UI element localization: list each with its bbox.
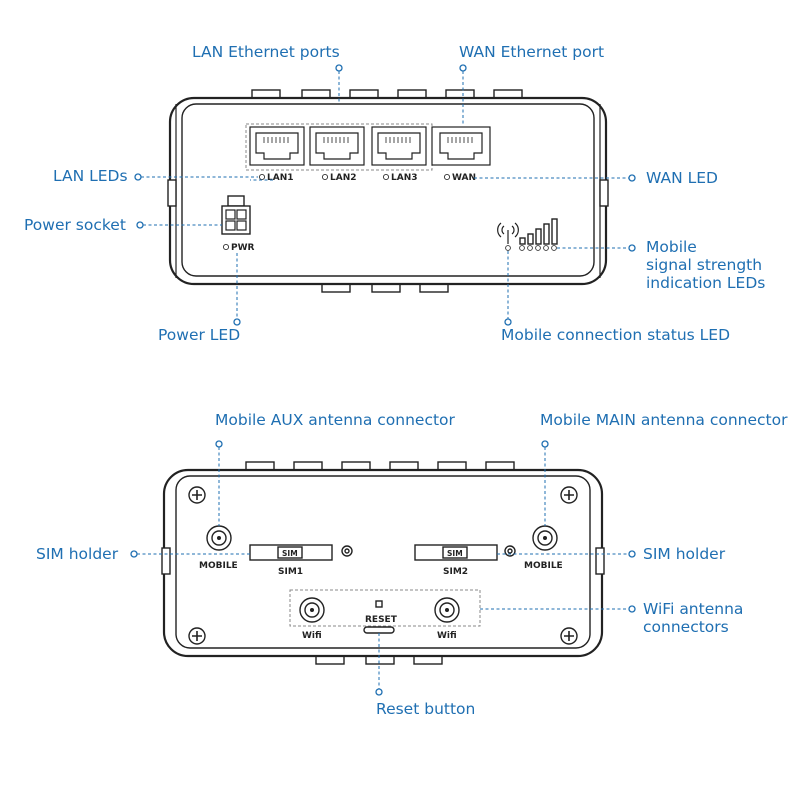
sim1-label: SIM1 [278, 567, 303, 577]
sim1-holder: SIM [249, 544, 333, 561]
wifi-left-label: Wifi [302, 631, 322, 641]
callout-sim-holder-left: SIM holder [36, 545, 119, 563]
callout-mobile-status-led: Mobile connection status LED [501, 326, 730, 344]
power-socket [221, 195, 251, 235]
signal-led-5 [551, 245, 557, 251]
pwr-label: PWR [231, 243, 255, 253]
callout-lan-ports: LAN Ethernet ports [192, 43, 340, 61]
mobile-right-label: MOBILE [524, 561, 563, 571]
front-panel-device: LAN1 LAN2 LAN3 WAN PWR [167, 89, 609, 293]
wan-led [443, 173, 451, 181]
callout-mobile-signal-3: indication LEDs [646, 274, 765, 292]
callout-mobile-signal-1: Mobile [646, 238, 697, 256]
front-callouts: LAN Ethernet ports WAN Ethernet port LAN… [24, 43, 765, 344]
screw-icon [560, 486, 578, 504]
callout-main-antenna: Mobile MAIN antenna connector [540, 411, 788, 429]
lan2-port [309, 126, 365, 166]
reset-button [363, 626, 395, 634]
callout-wan-led: WAN LED [646, 169, 718, 187]
lan3-port [371, 126, 427, 166]
sim2-led-icon [504, 545, 516, 557]
mobile-status-led [505, 245, 511, 251]
callout-wifi-1: WiFi antenna [643, 600, 743, 618]
lan2-label: LAN2 [330, 173, 357, 183]
mobile-left-label: MOBILE [199, 561, 238, 571]
callout-lan-leds: LAN LEDs [53, 167, 128, 185]
wifi-right-antenna-connector [434, 597, 460, 623]
signal-led-3 [535, 245, 541, 251]
signal-led-2 [527, 245, 533, 251]
wan-port [431, 126, 491, 166]
callout-power-socket: Power socket [24, 216, 126, 234]
lan3-label: LAN3 [391, 173, 418, 183]
reset-indicator-icon [375, 600, 383, 608]
lan2-led [321, 173, 329, 181]
mobile-main-antenna-connector [532, 525, 558, 551]
lan1-label: LAN1 [267, 173, 294, 183]
callout-sim-holder-right: SIM holder [643, 545, 726, 563]
callout-wifi-2: connectors [643, 618, 729, 636]
sim2-holder: SIM [414, 544, 498, 561]
callout-aux-antenna: Mobile AUX antenna connector [215, 411, 456, 429]
lan3-led [382, 173, 390, 181]
signal-led-1 [519, 245, 525, 251]
mobile-aux-antenna-connector [206, 525, 232, 551]
wifi-group-box [289, 589, 481, 627]
reset-label: RESET [365, 615, 398, 625]
lan-port-group-box [245, 123, 433, 171]
pwr-led [222, 243, 230, 251]
mobile-antenna-icon [497, 222, 519, 244]
rear-callouts: Mobile AUX antenna connector Mobile MAIN… [36, 411, 788, 718]
callout-reset-button: Reset button [376, 700, 475, 718]
lan1-port [249, 126, 305, 166]
sim1-led-icon [341, 545, 353, 557]
lan1-led [258, 173, 266, 181]
rear-panel-device: MOBILE MOBILE SIM SIM1 SIM SIM2 [161, 461, 605, 665]
sim2-label: SIM2 [443, 567, 468, 577]
wifi-right-label: Wifi [437, 631, 457, 641]
signal-led-4 [543, 245, 549, 251]
wifi-left-antenna-connector [299, 597, 325, 623]
wan-label: WAN [452, 173, 476, 183]
svg-text:SIM: SIM [282, 549, 298, 558]
svg-text:SIM: SIM [447, 549, 463, 558]
screw-icon [188, 627, 206, 645]
signal-strength-icon [519, 218, 558, 245]
screw-icon [188, 486, 206, 504]
rear-inner-frame [175, 475, 591, 649]
screw-icon [560, 627, 578, 645]
callout-mobile-signal-2: signal strength [646, 256, 762, 274]
callout-wan-port: WAN Ethernet port [459, 43, 604, 61]
callout-power-led: Power LED [158, 326, 240, 344]
